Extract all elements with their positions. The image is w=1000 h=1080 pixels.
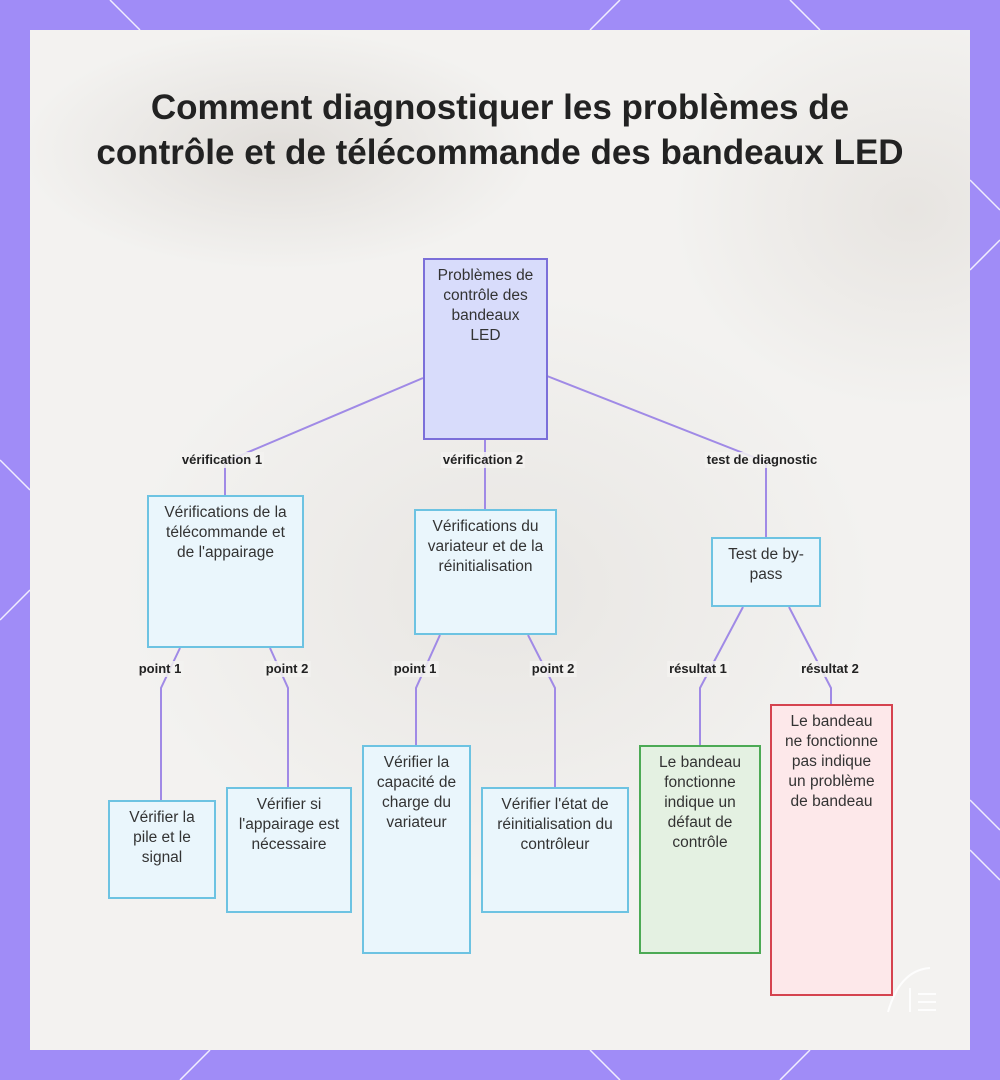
node-remote-checks: Vérifications de la télécommande et de l…	[147, 495, 304, 648]
edge-dimmer-capacity	[415, 634, 441, 745]
edge-dimmer-reset	[527, 634, 556, 787]
edge-label-remote-point-2: point 2	[263, 661, 311, 677]
node-strip-works: Le bandeau fonctionne indique un défaut …	[639, 745, 761, 954]
edge-label-remote-point-1: point 1	[136, 661, 184, 677]
edge-label-dimmer-point-1: point 1	[391, 661, 439, 677]
node-battery-check: Vérifier la pile et le signal	[108, 800, 216, 899]
node-bypass-test: Test de by-pass	[711, 537, 821, 607]
edge-bypass-works	[699, 606, 744, 745]
edge-root-remote	[224, 377, 424, 495]
node-capacity-check: Vérifier la capacité de charge du variat…	[362, 745, 471, 954]
edge-label-verification-2: vérification 2	[440, 452, 526, 468]
node-strip-fails: Le bandeau ne fonctionne pas indique un …	[770, 704, 893, 996]
watermark-logo-icon	[887, 967, 936, 1013]
node-reset-check: Vérifier l'état de réinitialisation du c…	[481, 787, 629, 913]
node-root: Problèmes de contrôle des bandeaux LED	[423, 258, 548, 440]
node-pairing-check: Vérifier si l'appairage est nécessaire	[226, 787, 352, 913]
edge-label-result-2: résultat 2	[799, 661, 861, 677]
diagram-title: Comment diagnostiquer les problèmes de c…	[96, 88, 904, 172]
edge-label-result-1: résultat 1	[667, 661, 729, 677]
node-dimmer-checks: Vérifications du variateur et de la réin…	[414, 509, 557, 635]
edge-bypass-fails	[788, 606, 832, 704]
edge-label-verification-1: vérification 1	[179, 452, 265, 468]
edge-label-diagnostic-test: test de diagnostic	[704, 452, 820, 468]
edge-label-dimmer-point-2: point 2	[529, 661, 577, 677]
